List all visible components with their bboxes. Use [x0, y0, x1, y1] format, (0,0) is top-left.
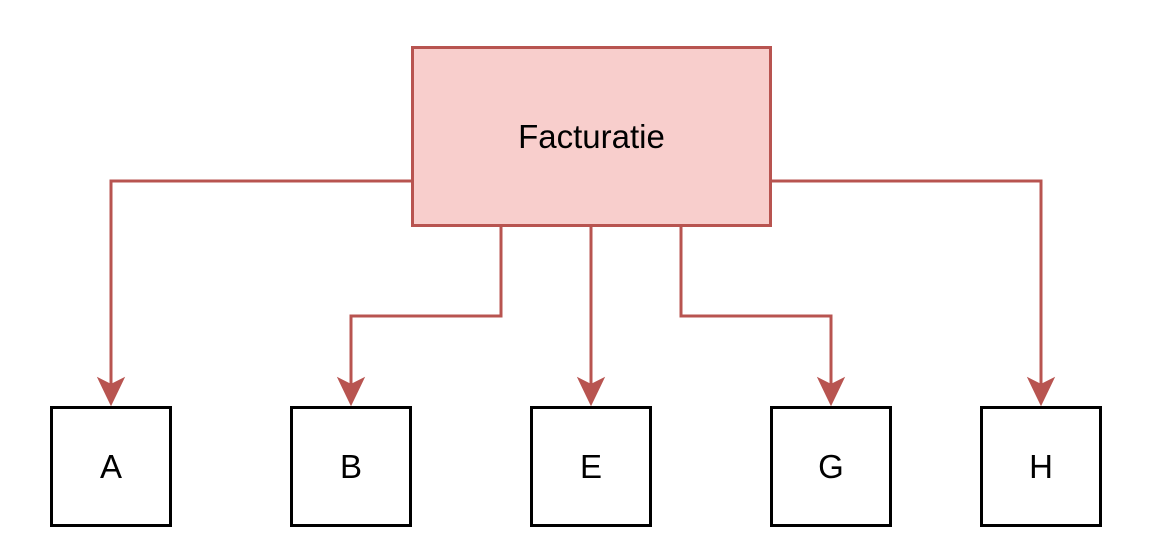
arrowhead-a — [96, 376, 126, 407]
node-e[interactable]: E — [530, 406, 652, 527]
node-g[interactable]: G — [770, 406, 892, 527]
node-facturatie-label: Facturatie — [518, 117, 665, 155]
arrowhead-e — [576, 376, 606, 407]
node-a[interactable]: A — [50, 406, 172, 527]
node-facturatie[interactable]: Facturatie — [411, 46, 772, 227]
connector-facturatie-to-g — [679, 227, 833, 386]
node-g-label: G — [818, 447, 844, 485]
connector-facturatie-to-a — [109, 179, 411, 386]
arrowhead-g — [816, 376, 846, 407]
node-a-label: A — [99, 447, 122, 485]
node-h-label: H — [1029, 447, 1053, 485]
connector-facturatie-to-h — [772, 179, 1043, 386]
arrowhead-h — [1026, 376, 1056, 407]
node-b[interactable]: B — [290, 406, 412, 527]
node-b-label: B — [339, 447, 362, 485]
connector-facturatie-to-b — [349, 227, 503, 386]
node-e-label: E — [579, 447, 602, 485]
arrowhead-b — [336, 376, 366, 407]
node-h[interactable]: H — [980, 406, 1102, 527]
